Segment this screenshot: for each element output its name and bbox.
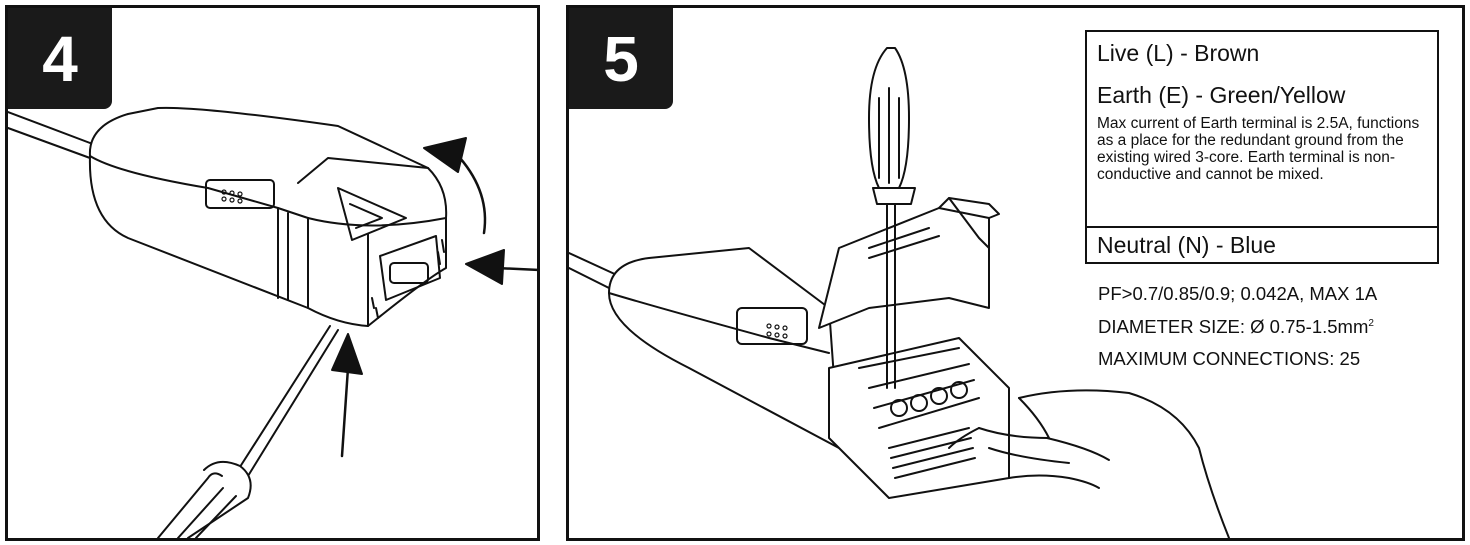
step-5-illustration [569,47,1230,538]
driver-housing [88,106,448,327]
info-divider [1087,226,1437,228]
screwdriver-icon [157,325,339,538]
diameter-spec: DIAMETER SIZE: Ø 0.75-1.5mm2 [1098,316,1374,338]
earth-terminal-note: Max current of Earth terminal is 2.5A, f… [1097,115,1420,183]
screwdriver-icon [868,47,916,389]
step-4-illustration [8,106,537,538]
power-factor-spec: PF>0.7/0.85/0.9; 0.042A, MAX 1A [1098,283,1378,304]
neutral-wire-label: Neutral (N) - Blue [1097,232,1276,258]
terminal-screws [890,381,968,417]
step-5-panel: 5 [566,5,1465,541]
arrow-icon [331,333,363,458]
arrow-icon [465,249,537,285]
step-5-badge: 5 [569,8,673,109]
diameter-spec-text: DIAMETER SIZE: Ø 0.75-1.5mm [1098,316,1369,337]
live-wire-label: Live (L) - Brown [1097,40,1260,66]
hand-icon [948,389,1230,538]
step-4-panel: 4 [5,5,540,541]
diameter-spec-superscript: 2 [1368,317,1374,329]
curved-arrow-icon [423,137,487,235]
max-connections-spec: MAXIMUM CONNECTIONS: 25 [1098,348,1361,369]
driver-housing [608,197,1010,499]
wiring-info-box: Live (L) - Brown Earth (E) - Green/Yello… [1085,30,1439,264]
earth-wire-label: Earth (E) - Green/Yellow [1097,82,1346,108]
step-4-badge: 4 [8,8,112,109]
